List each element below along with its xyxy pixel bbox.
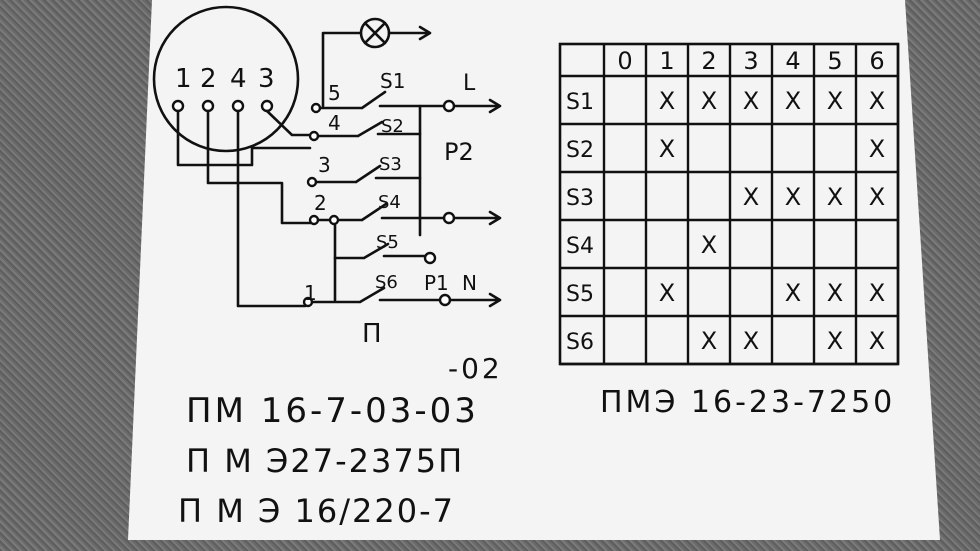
table-cell-mark: X (869, 135, 885, 163)
table-cell-mark: X (743, 87, 759, 115)
table-cell-mark: X (869, 87, 885, 115)
table-column-header: 1 (659, 47, 674, 75)
contact-number: 5 (328, 81, 341, 105)
pin-terminal (260, 99, 274, 113)
model-line-1: ПМ 16-7-03-03 (186, 391, 479, 431)
contact-number: 4 (328, 111, 341, 135)
pin-terminal (231, 99, 245, 113)
switch-label: S2 (381, 116, 404, 137)
switch-label: S4 (378, 192, 401, 213)
table-cell-mark: X (659, 87, 675, 115)
table-cell-mark: X (827, 87, 843, 115)
contact-number: 2 (314, 191, 327, 215)
table-row-label: S2 (566, 138, 594, 163)
label-L: L (463, 71, 476, 96)
contact-number: 1 (304, 281, 317, 305)
switch-s2 (308, 120, 422, 142)
lamp-wire (321, 31, 362, 108)
connector-circle (152, 5, 300, 153)
switch-label: S3 (379, 154, 402, 175)
switch-label: S1 (380, 69, 405, 93)
table-cell-mark: X (743, 183, 759, 211)
contact-number: 3 (318, 153, 331, 177)
label-P2: P2 (444, 138, 474, 166)
wire-pin3 (265, 109, 314, 137)
switch-label: S5 (376, 232, 399, 253)
pin-label: 4 (230, 64, 247, 94)
table-row-label: S6 (566, 330, 594, 355)
pin-terminal (201, 99, 215, 113)
table-cell-mark: X (785, 87, 801, 115)
table-cell-mark: X (827, 279, 843, 307)
switch-s1 (310, 90, 502, 237)
table-row-label: S1 (566, 90, 594, 115)
switch-s6 (302, 286, 502, 308)
switch-s3 (306, 164, 422, 188)
table-cell-mark: X (659, 135, 675, 163)
table-column-header: 2 (701, 47, 716, 75)
label-N: N (462, 271, 477, 295)
table-column-header: 4 (785, 47, 800, 75)
model-line-2: П М Э27-2375П (186, 442, 464, 480)
model-labels: -02 ПМ 16-7-03-03 П М Э27-2375П П М Э 16… (178, 352, 895, 530)
schematic: 1 2 4 3 (152, 5, 502, 349)
switch-s5 (328, 214, 437, 302)
lamp-cross (363, 21, 387, 45)
pin-label: 3 (258, 64, 275, 94)
model-right: ПМЭ 16-23-7250 (600, 385, 895, 420)
model-suffix: -02 (448, 352, 503, 385)
table-cell-mark: X (701, 231, 717, 259)
table-cell-mark: X (869, 279, 885, 307)
lamp-arrow (387, 25, 432, 41)
wire-pin4 (236, 109, 307, 308)
table-cell-mark: X (827, 327, 843, 355)
table-cell-mark: X (659, 279, 675, 307)
wire-pin2 (206, 109, 314, 225)
table-column-header: 5 (827, 47, 842, 75)
table-row-label: S3 (566, 186, 594, 211)
table-cell-mark: X (785, 183, 801, 211)
wire-pin1 (176, 109, 312, 167)
table-row-label: S5 (566, 282, 594, 307)
table-column-header: 0 (617, 47, 632, 75)
pin-label: 1 (175, 64, 192, 94)
table-cell-mark: X (701, 327, 717, 355)
table-cell-mark: X (827, 183, 843, 211)
table-column-header: 3 (743, 47, 758, 75)
label-P1: P1 (424, 271, 449, 295)
handle-symbol: П (362, 319, 382, 349)
switch-s4 (308, 202, 502, 226)
table-column-header: 6 (869, 47, 884, 75)
table-row-label: S4 (566, 234, 594, 259)
table-cell-mark: X (701, 87, 717, 115)
pin-label: 2 (200, 64, 217, 94)
table-cell-mark: X (869, 327, 885, 355)
table-cell-mark: X (869, 183, 885, 211)
pin-terminal (171, 99, 185, 113)
switch-label: S6 (375, 272, 398, 293)
table-cell-mark: X (785, 279, 801, 307)
model-line-3: П М Э 16/220-7 (178, 492, 455, 530)
table-cell-mark: X (743, 327, 759, 355)
